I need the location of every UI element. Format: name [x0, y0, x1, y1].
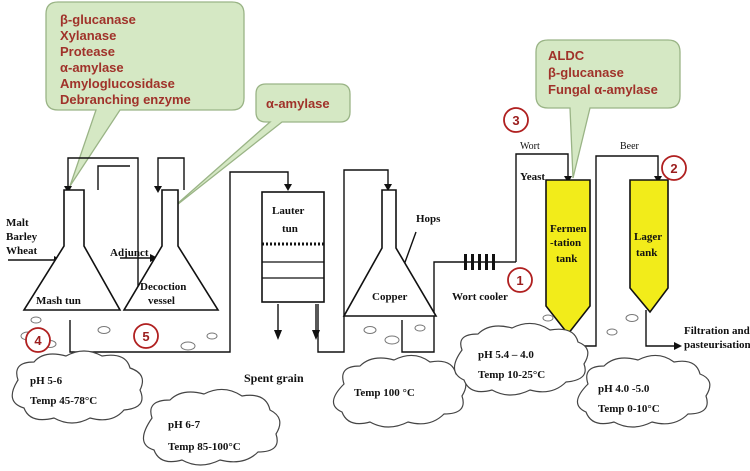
malt-label: Malt [6, 217, 29, 229]
fermentation-tank: Fermen -tation tank [545, 179, 591, 336]
enzyme-protease: Protease [60, 44, 115, 59]
enzyme-amyloglucosidase: Amyloglucosidase [60, 76, 175, 91]
svg-text:1: 1 [516, 273, 523, 288]
lauter-tun: Lauter tun [261, 191, 325, 303]
lager-label-1: Lager [634, 231, 662, 243]
copper-vessel: Copper [342, 189, 438, 317]
lauter-label-1: Lauter [272, 205, 305, 217]
barley-label: Barley [6, 231, 38, 243]
lager-temp: Temp 0-10°C [598, 403, 660, 415]
copper-temp: Temp 100 °C [354, 387, 415, 399]
marker-2: 2 [661, 155, 687, 181]
callout-decoction-enzyme: α-amylase [167, 83, 351, 213]
cloud-copper-conditions: Temp 100 °C [332, 354, 467, 428]
wort-cooler-label: Wort cooler [452, 291, 508, 303]
enzyme-alpha-amylase-decoction: α-amylase [266, 96, 330, 111]
marker-1: 1 [507, 267, 533, 293]
yeast-label: Yeast [520, 171, 545, 183]
lager-ph: pH 4.0 -5.0 [598, 383, 650, 395]
copper-label: Copper [372, 291, 408, 303]
filtration-label-1: Filtration and [684, 325, 750, 337]
enzyme-alpha-amylase: α-amylase [60, 60, 124, 75]
lauter-label-2: tun [282, 223, 298, 235]
fermentation-label-3: tank [556, 253, 578, 265]
decoction-ph: pH 6-7 [168, 419, 201, 431]
lager-tank: Lager tank [629, 179, 669, 314]
lager-label-2: tank [636, 247, 658, 259]
svg-text:5: 5 [142, 329, 149, 344]
mash-tun: Mash tun [22, 189, 122, 311]
cloud-decoction-conditions: pH 6-7 Temp 85-100°C [142, 388, 281, 466]
fermentation-label-1: Fermen [550, 223, 587, 235]
svg-text:3: 3 [512, 113, 519, 128]
callout-fermentation-enzymes: ALDC β-glucanase Fungal α-amylase [535, 39, 681, 179]
wheat-label: Wheat [6, 245, 38, 257]
filtration-label-2: pasteurisation [684, 339, 750, 351]
marker-4: 4 [25, 327, 51, 353]
adjunct-label: Adjunct [110, 247, 149, 259]
mash-ph: pH 5-6 [30, 375, 63, 387]
decoction-label-1: Decoction [140, 281, 186, 293]
cloud-fermentation-conditions: pH 5.4 – 4.0 Temp 10-25°C [453, 322, 589, 396]
callout-mash-enzymes: β-glucanase Xylanase Protease α-amylase … [45, 1, 245, 187]
fermentation-label-2: -tation [550, 237, 581, 249]
mash-temp: Temp 45-78°C [30, 395, 97, 407]
wort-cooler [462, 254, 500, 270]
decoction-temp: Temp 85-100°C [168, 441, 241, 453]
fermentation-temp: Temp 10-25°C [478, 369, 545, 381]
svg-text:2: 2 [670, 161, 677, 176]
mash-tun-label: Mash tun [36, 295, 81, 307]
enzyme-fungal-alpha-amylase: Fungal α-amylase [548, 82, 658, 97]
marker-3: 3 [503, 107, 529, 133]
cloud-mash-conditions: pH 5-6 Temp 45-78°C [11, 350, 143, 424]
decoction-label-2: vessel [148, 295, 175, 307]
enzyme-beta-glucanase: β-glucanase [60, 12, 136, 27]
svg-text:4: 4 [34, 333, 42, 348]
fermentation-ph: pH 5.4 – 4.0 [478, 349, 534, 361]
enzyme-beta-glucanase-fermentation: β-glucanase [548, 65, 624, 80]
enzyme-debranching: Debranching enzyme [60, 92, 191, 107]
cloud-lager-conditions: pH 4.0 -5.0 Temp 0-10°C [576, 354, 711, 428]
hops-label: Hops [416, 213, 441, 225]
marker-5: 5 [133, 323, 159, 349]
wort-label: Wort [520, 141, 540, 152]
enzyme-aldc: ALDC [548, 48, 585, 63]
beer-label: Beer [620, 141, 640, 152]
spent-grain-label: Spent grain [244, 371, 304, 385]
decoction-vessel: Decoction vessel [122, 189, 220, 311]
enzyme-xylanase: Xylanase [60, 28, 116, 43]
